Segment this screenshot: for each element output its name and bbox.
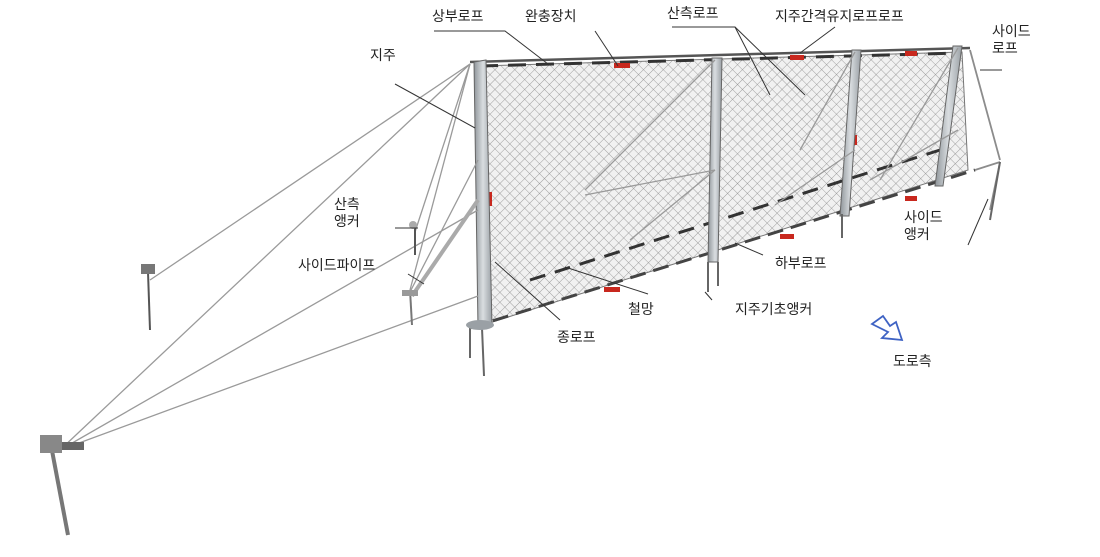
label-vertical-rope: 종로프 [557,330,596,346]
mountain-anchors [40,221,418,536]
label-post: 지주 [370,48,396,64]
label-mountain-rope: 산측로프 [667,6,719,22]
label-side-pipe: 사이드파이프 [298,258,376,274]
label-buffer-device: 완충장치 [525,9,577,25]
top-rope [469,46,971,64]
label-top-rope: 상부로프 [432,9,484,25]
label-side-rope: 사이드 로프 [992,24,1031,57]
bottom-rope [469,168,976,330]
label-post-spacing-rope: 지주간격유지로프로프 [775,9,904,25]
label-mountain-anchor: 산측 앵커 [334,197,360,230]
road-side-arrow-icon [870,314,904,342]
label-road-side: 도로측 [893,354,932,370]
label-bottom-rope: 하부로프 [775,256,827,272]
label-side-anchor: 사이드 앵커 [904,210,943,243]
side-pipe [410,198,480,298]
label-wire-mesh: 철망 [628,302,654,318]
mountain-side-ropes [59,47,959,451]
side-anchor [989,161,1001,221]
posts [473,45,963,329]
label-post-foundation-anchor: 지주기초앵커 [735,302,813,318]
wire-mesh-panel [477,51,969,327]
callout-lines [394,26,1002,321]
